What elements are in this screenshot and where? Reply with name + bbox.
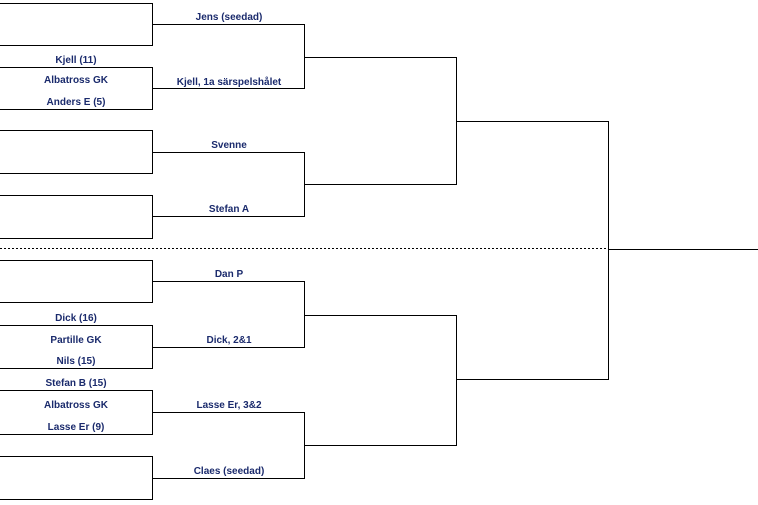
r1-match-3 <box>0 130 153 174</box>
r2-winner-7: Lasse Er, 3&2 <box>196 400 262 411</box>
r3-connector-2 <box>304 315 457 446</box>
r2-winner-2: Kjell, 1a särspelshålet <box>176 77 282 88</box>
r1-m6-club: Partille GK <box>50 335 102 346</box>
r2-winner-8: Claes (seedad) <box>193 466 265 477</box>
r1-m7-top-player: Stefan B (15) <box>45 378 107 389</box>
sf-connector <box>456 121 609 380</box>
r1-m7-bottom-player: Lasse Er (9) <box>47 422 105 433</box>
r1-m7-club: Albatross GK <box>44 400 108 411</box>
r1-match-1 <box>0 3 153 46</box>
r2-winner-3: Svenne <box>211 140 247 151</box>
r2-winner-5: Dan P <box>214 269 244 280</box>
r1-m6-bottom-player: Nils (15) <box>56 356 96 367</box>
r2-connector-1 <box>152 24 305 89</box>
r1-match-4 <box>0 195 153 239</box>
r2-winner-6: Dick, 2&1 <box>206 335 252 346</box>
r3-connector-1 <box>304 57 457 185</box>
r1-match-8 <box>0 456 153 500</box>
r1-match-5 <box>0 260 153 303</box>
r2-winner-4: Stefan A <box>208 204 250 215</box>
r2-winner-1: Jens (seedad) <box>195 12 263 23</box>
r1-m2-bottom-player: Anders E (5) <box>46 97 106 108</box>
r2-connector-3 <box>152 281 305 348</box>
r1-m2-top-player: Kjell (11) <box>55 55 97 66</box>
r1-m6-top-player: Dick (16) <box>55 313 97 324</box>
r1-m2-club: Albatross GK <box>44 75 108 86</box>
